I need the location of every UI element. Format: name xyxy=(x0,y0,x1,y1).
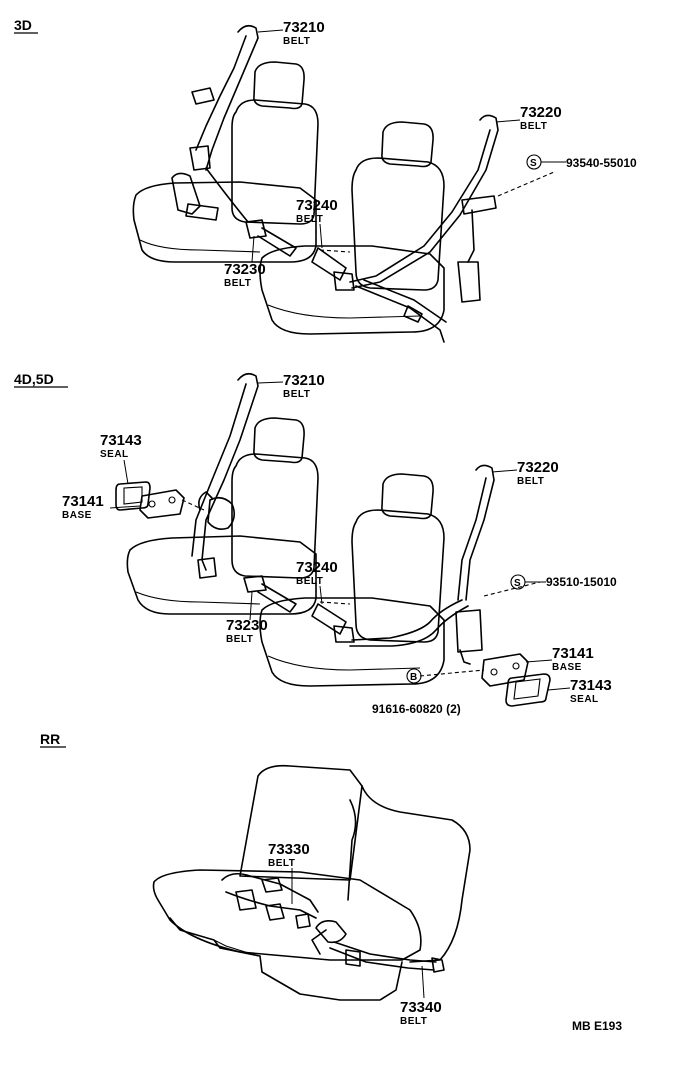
bolt-symbol-letter: S xyxy=(530,158,537,169)
belt-73340-illustration xyxy=(311,920,445,973)
section-3d: 3D xyxy=(14,17,637,343)
part-name: BELT xyxy=(296,576,323,587)
leader-line xyxy=(249,591,253,621)
part-number: 73240 xyxy=(296,197,338,214)
leader-line xyxy=(525,659,553,663)
section-label-3d: 3D xyxy=(14,17,32,33)
belt-73220-illustration xyxy=(349,114,555,343)
leader-line xyxy=(319,585,323,605)
leader-line xyxy=(319,223,323,249)
part-number: 73210 xyxy=(283,372,325,389)
leader-line xyxy=(251,235,255,263)
part-number: 93540-55010 xyxy=(566,156,637,170)
leader-line xyxy=(257,381,284,384)
section-label-rear: RR xyxy=(40,731,60,747)
part-name: SEAL xyxy=(100,449,129,460)
part-name: BELT xyxy=(283,36,310,47)
part-name: BELT xyxy=(520,121,547,132)
part-number: 73143 xyxy=(570,677,612,694)
part-name: BELT xyxy=(400,1016,427,1027)
part-number: 73330 xyxy=(268,841,310,858)
section-4d-5d: 4D,5D xyxy=(14,371,617,716)
belt-73230-73240-illustration xyxy=(243,575,355,643)
left-front-seat-illustration xyxy=(126,417,319,615)
part-number: 73240 xyxy=(296,559,338,576)
leader-line xyxy=(123,459,129,485)
part-name: BASE xyxy=(552,662,582,673)
rear-seat-illustration xyxy=(152,764,471,1001)
left-front-seat-illustration xyxy=(132,61,319,263)
part-name: BELT xyxy=(296,214,323,225)
belt-73210-illustration xyxy=(171,24,259,223)
part-number: 73230 xyxy=(226,617,268,634)
part-number: 73230 xyxy=(224,261,266,278)
part-number: 93510-15010 xyxy=(546,575,617,589)
diagram-code: MB E193 xyxy=(572,1019,622,1033)
belt-73220-illustration xyxy=(349,464,541,665)
belt-73210-illustration xyxy=(191,372,259,579)
part-number: 73220 xyxy=(517,459,559,476)
part-name: BELT xyxy=(226,634,253,645)
nut-symbol-icon xyxy=(406,668,422,684)
part-name: BELT xyxy=(224,278,251,289)
part-number: 73143 xyxy=(100,432,142,449)
part-name: BASE xyxy=(62,510,92,521)
part-number: 73210 xyxy=(283,19,325,36)
section-label-4d-5d: 4D,5D xyxy=(14,371,54,387)
section-rear: RR 73330 BELT 733 xyxy=(40,731,471,1027)
part-number: 73141 xyxy=(62,493,104,510)
belt-73230-73240-illustration xyxy=(245,219,355,291)
part-name: SEAL xyxy=(570,694,599,705)
belt-73330-illustration xyxy=(221,872,319,929)
leader-line xyxy=(257,29,284,33)
seal-base-right-illustration xyxy=(419,653,551,707)
right-front-seat-illustration xyxy=(259,473,445,687)
part-name: BELT xyxy=(268,858,295,869)
leader-line xyxy=(547,687,571,691)
nut-symbol-letter: B xyxy=(410,672,417,683)
leader-line xyxy=(421,965,425,999)
leader-line xyxy=(491,469,518,473)
part-number: 73220 xyxy=(520,104,562,121)
leader-line xyxy=(495,119,521,123)
part-name: BELT xyxy=(517,476,544,487)
part-name: BELT xyxy=(283,389,310,400)
bolt-symbol-letter: S xyxy=(514,578,521,589)
part-number: 73141 xyxy=(552,645,594,662)
seal-base-left-illustration xyxy=(115,481,205,519)
part-number: 91616-60820 (2) xyxy=(372,702,461,716)
part-number: 73340 xyxy=(400,999,442,1016)
leader-line xyxy=(109,505,141,509)
